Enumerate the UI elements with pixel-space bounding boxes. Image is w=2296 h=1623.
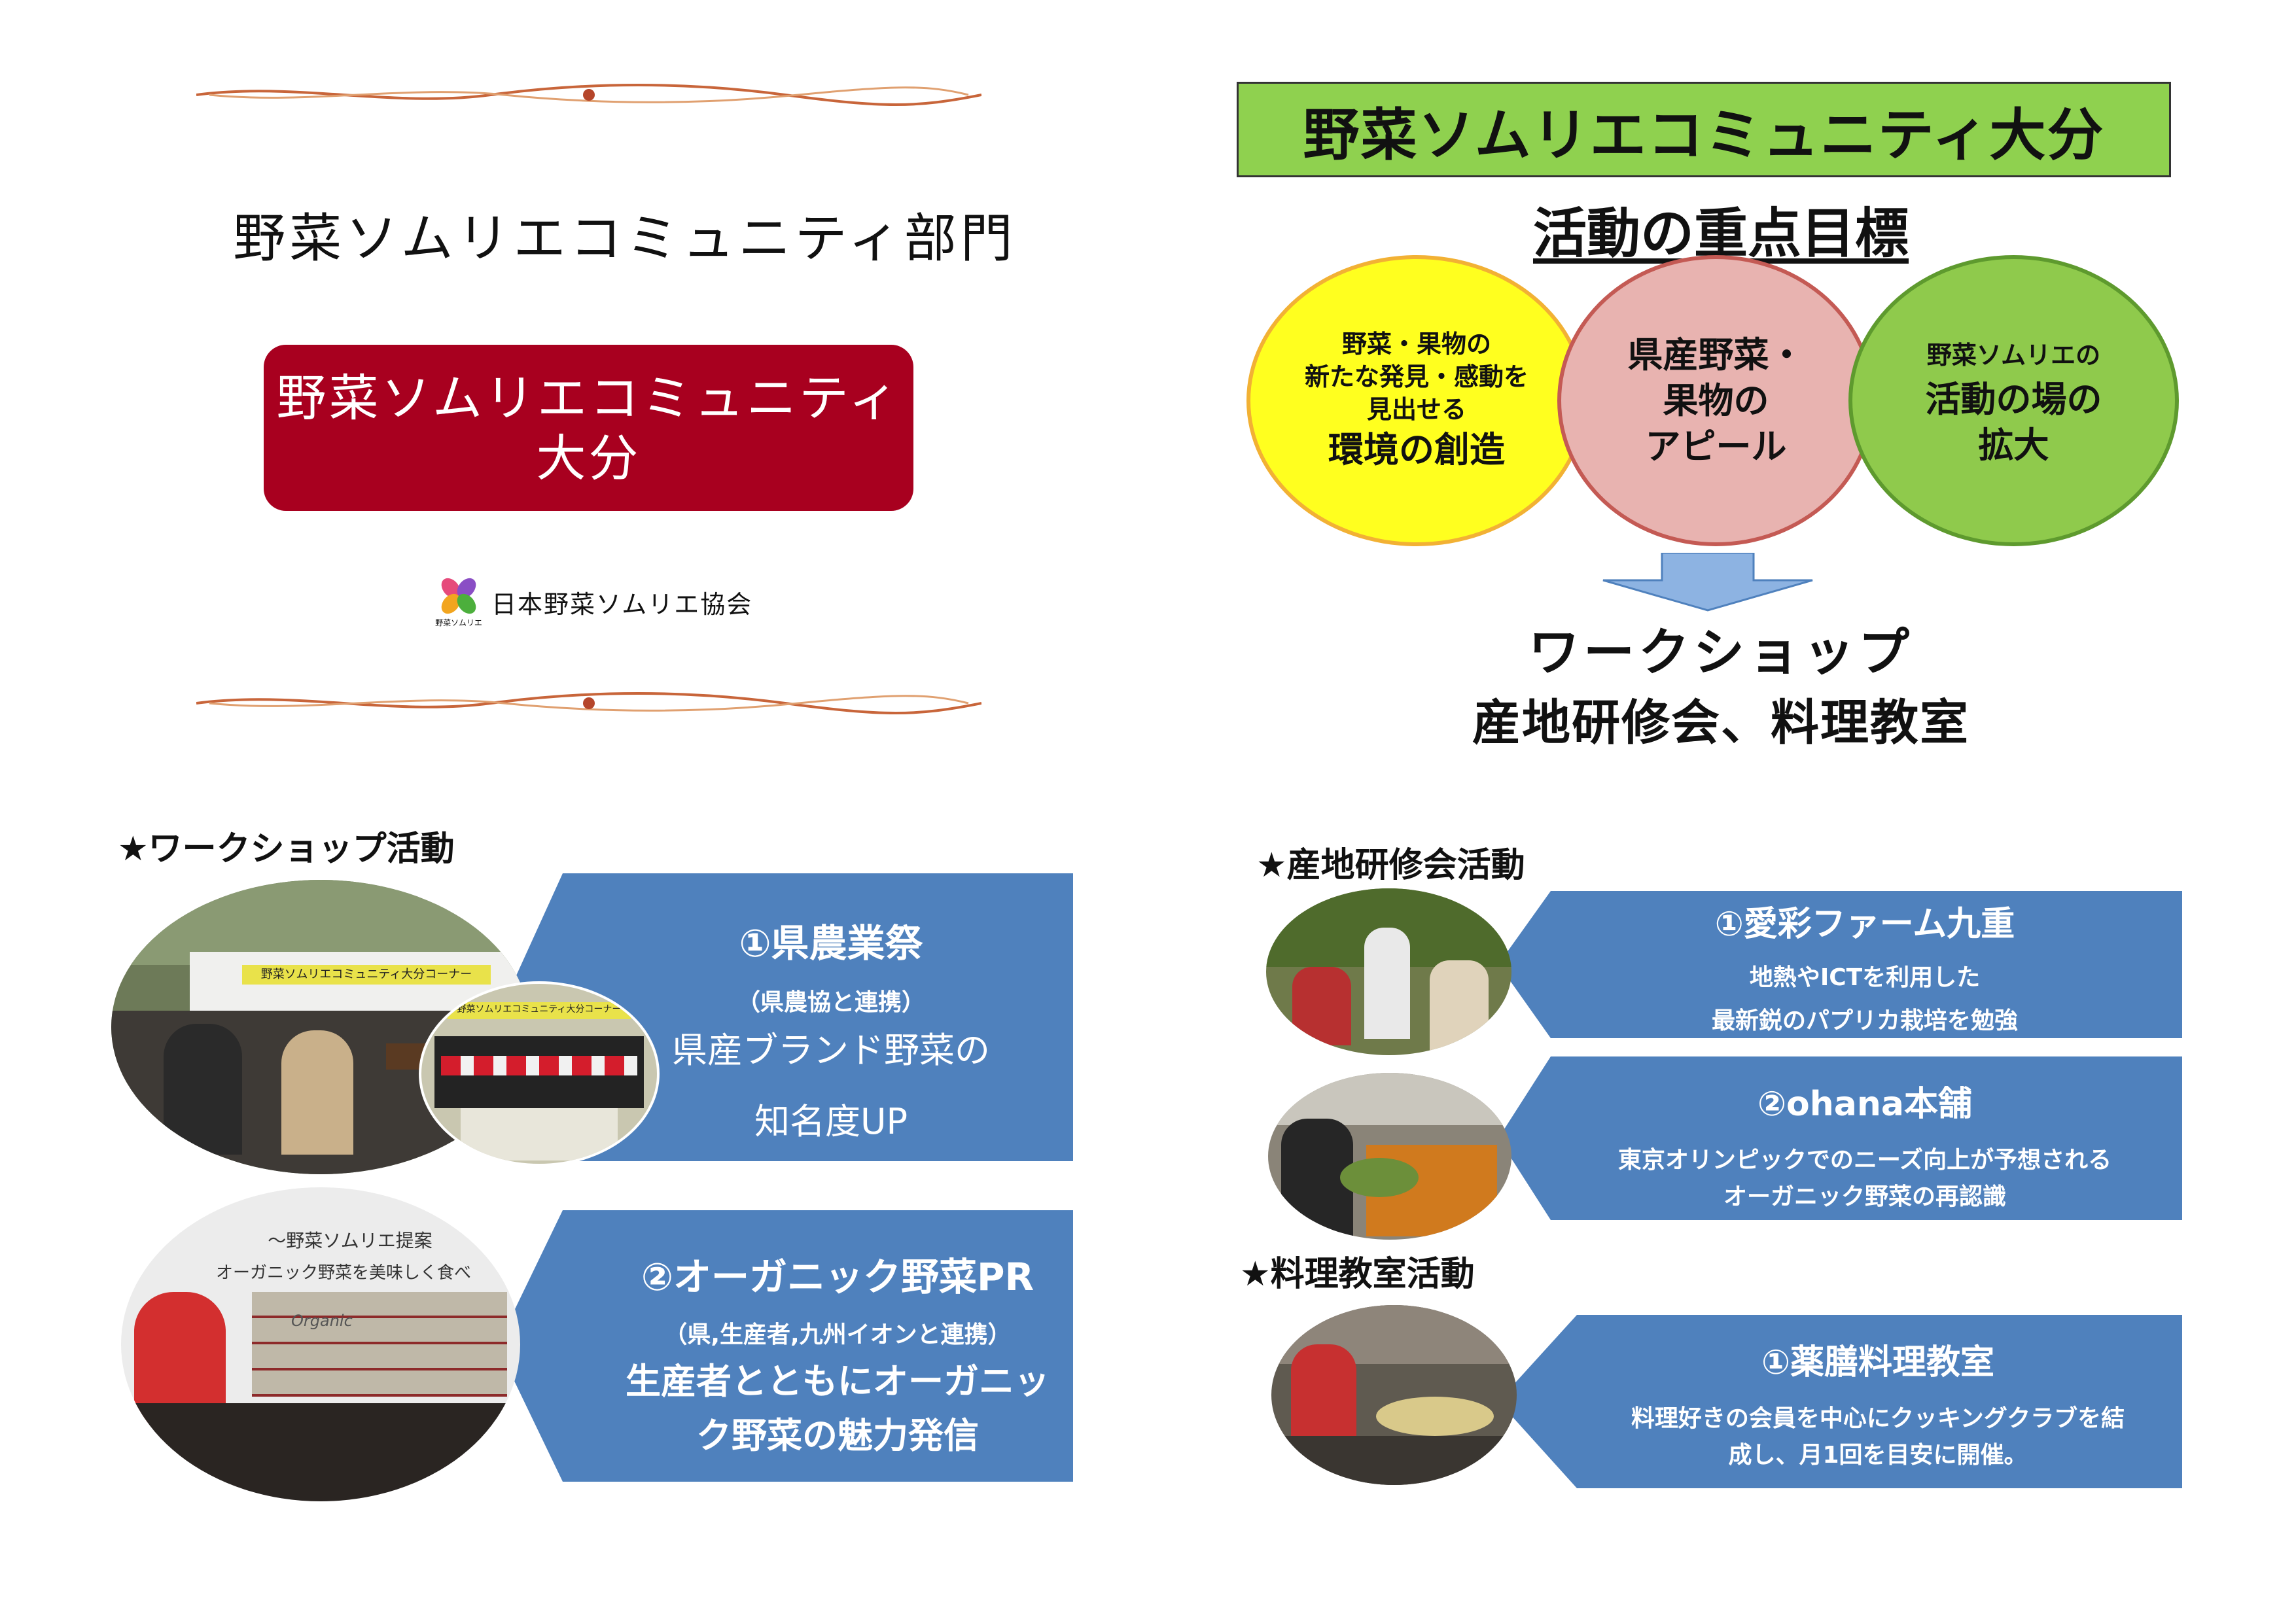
tent-banner: 野菜ソムリエコミュニティ大分コーナー	[242, 965, 491, 985]
flourish-top	[196, 84, 981, 106]
workshop-item-2-sub: （県,生産者,九州イオンと連携）	[663, 1321, 1012, 1348]
logo-mark: 野菜ソムリエ	[435, 576, 482, 628]
cooking-item-1: ①薬膳料理教室 料理好きの会員を中心にクッキングクラブを結 成し、月1回を目安に…	[1583, 1335, 2172, 1470]
workshop-item-1-desc1: 県産ブランド野菜の	[672, 1030, 990, 1071]
down-arrow-icon	[1602, 553, 1813, 612]
ohana-photo	[1268, 1073, 1511, 1240]
goal-circle-1-line1: 野菜・果物の	[1341, 329, 1491, 358]
workshop-item-2: ②オーガニック野菜PR （県,生産者,九州イオンと連携） 生産者とともにオーガニ…	[609, 1246, 1067, 1458]
workshop-banner-2	[497, 1210, 1073, 1482]
pr-sign-line1: ～野菜ソムリエ提案	[268, 1230, 433, 1251]
goal-circle-2-line3: アピール	[1645, 425, 1787, 467]
group-photo: 野菜ソムリエコミュニティ大分コーナー	[419, 981, 660, 1166]
goal-title-text: 活動の重点目標	[1532, 203, 1909, 265]
result-workshop: ワークショップ	[1528, 623, 1913, 682]
logo-small-text: 野菜ソムリエ	[435, 618, 482, 627]
cover-title: 野菜ソムリエコミュニティ部門	[233, 208, 1017, 269]
workshop-heading: ★ワークショップ活動	[118, 829, 455, 869]
workshop-item-1: ①県農業祭 （県農協と連携） 県産ブランド野菜の 知名度UP	[615, 913, 1047, 1144]
workshop-item-2-desc2: ク野菜の魅力発信	[696, 1415, 979, 1456]
flourish-bottom	[196, 692, 981, 714]
goal-circle-2-line1: 県産野菜・	[1627, 334, 1805, 375]
field-banner-2	[1498, 1056, 2182, 1220]
organic-pr-photo: ～野菜ソムリエ提案 オーガニック野菜を美味しく食べ Organic	[121, 1187, 520, 1501]
group-banner: 野菜ソムリエコミュニティ大分コーナー	[448, 1002, 631, 1019]
field-item-1-desc1: 地熱やICTを利用した	[1749, 964, 1981, 991]
community-name-line1: 野菜ソムリエコミュニティ	[276, 369, 901, 427]
organic-box-label: Organic	[291, 1312, 353, 1330]
field-item-2-desc2: オーガニック野菜の再認識	[1723, 1183, 2006, 1210]
goal-circle-3-line1: 野菜ソムリエの	[1926, 340, 2101, 370]
goal-circle-1-line2: 新たな発見・感動を	[1304, 362, 1528, 391]
field-banner-1	[1498, 891, 2182, 1038]
workshop-item-2-title: ②オーガニック野菜PR	[641, 1255, 1034, 1299]
flower-logo-icon	[441, 578, 476, 614]
goal-title: 活動の重点目標	[1178, 190, 2264, 268]
workshop-item-1-title: ①県農業祭	[739, 921, 923, 966]
cooking-heading: ★料理教室活動	[1240, 1255, 1475, 1294]
pr-sign-line2: オーガニック野菜を美味しく食べ	[215, 1263, 471, 1283]
workshop-item-1-desc2: 知名度UP	[754, 1101, 908, 1142]
community-name-line2: 大分	[536, 429, 641, 487]
field-item-1-title: ①愛彩ファーム九重	[1714, 905, 2015, 944]
goal-circle-3-line3: 拡大	[1978, 424, 2049, 466]
cooking-item-1-desc2: 成し、月1回を目安に開催。	[1728, 1442, 2028, 1469]
cooking-item-1-desc1: 料理好きの会員を中心にクッキングクラブを結	[1631, 1405, 2125, 1432]
field-item-2: ②ohana本舗 東京オリンピックでのニーズ向上が予想される オーガニック野菜の…	[1564, 1076, 2166, 1212]
association-logo: 野菜ソムリエ 日本野菜ソムリエ協会	[435, 576, 752, 628]
goal-circle-1-line3: 見出せる	[1366, 394, 1466, 424]
overview-header: 野菜ソムリエコミュニティ大分	[1237, 82, 2171, 177]
goal-circle-expansion: 野菜ソムリエの 活動の場の 拡大	[1848, 255, 2179, 546]
result-training: 産地研修会、料理教室	[1472, 695, 1969, 751]
field-item-2-title: ②ohana本舗	[1757, 1085, 1972, 1124]
cooking-banner-1	[1498, 1315, 2182, 1488]
workshop-item-2-desc1: 生産者とともにオーガニッ	[626, 1361, 1050, 1402]
workshop-item-1-sub: （県農協と連携）	[736, 989, 925, 1016]
goal-circle-3-line2: 活動の場の	[1925, 378, 2102, 420]
field-heading: ★産地研修会活動	[1256, 846, 1525, 885]
paprika-farm-photo	[1266, 888, 1511, 1055]
goal-circle-2-line2: 果物の	[1663, 379, 1769, 421]
field-item-1: ①愛彩ファーム九重 地熱やICTを利用した 最新鋭のパプリカ栽培を勉強	[1564, 896, 2166, 1036]
cooking-item-1-title: ①薬膳料理教室	[1761, 1343, 1995, 1382]
goal-circle-appeal: 県産野菜・ 果物の アピール	[1557, 255, 1875, 546]
field-item-1-desc2: 最新鋭のパプリカ栽培を勉強	[1711, 1007, 2018, 1034]
goal-circle-environment: 野菜・果物の 新たな発見・感動を 見出せる 環境の創造	[1246, 255, 1587, 546]
cooking-class-photo	[1271, 1305, 1517, 1485]
goal-circle-1-line4: 環境の創造	[1328, 428, 1505, 470]
community-name-box: 野菜ソムリエコミュニティ 大分	[264, 345, 913, 511]
association-name: 日本野菜ソムリエ協会	[491, 589, 753, 619]
field-item-2-desc1: 東京オリンピックでのニーズ向上が予想される	[1617, 1147, 2112, 1174]
